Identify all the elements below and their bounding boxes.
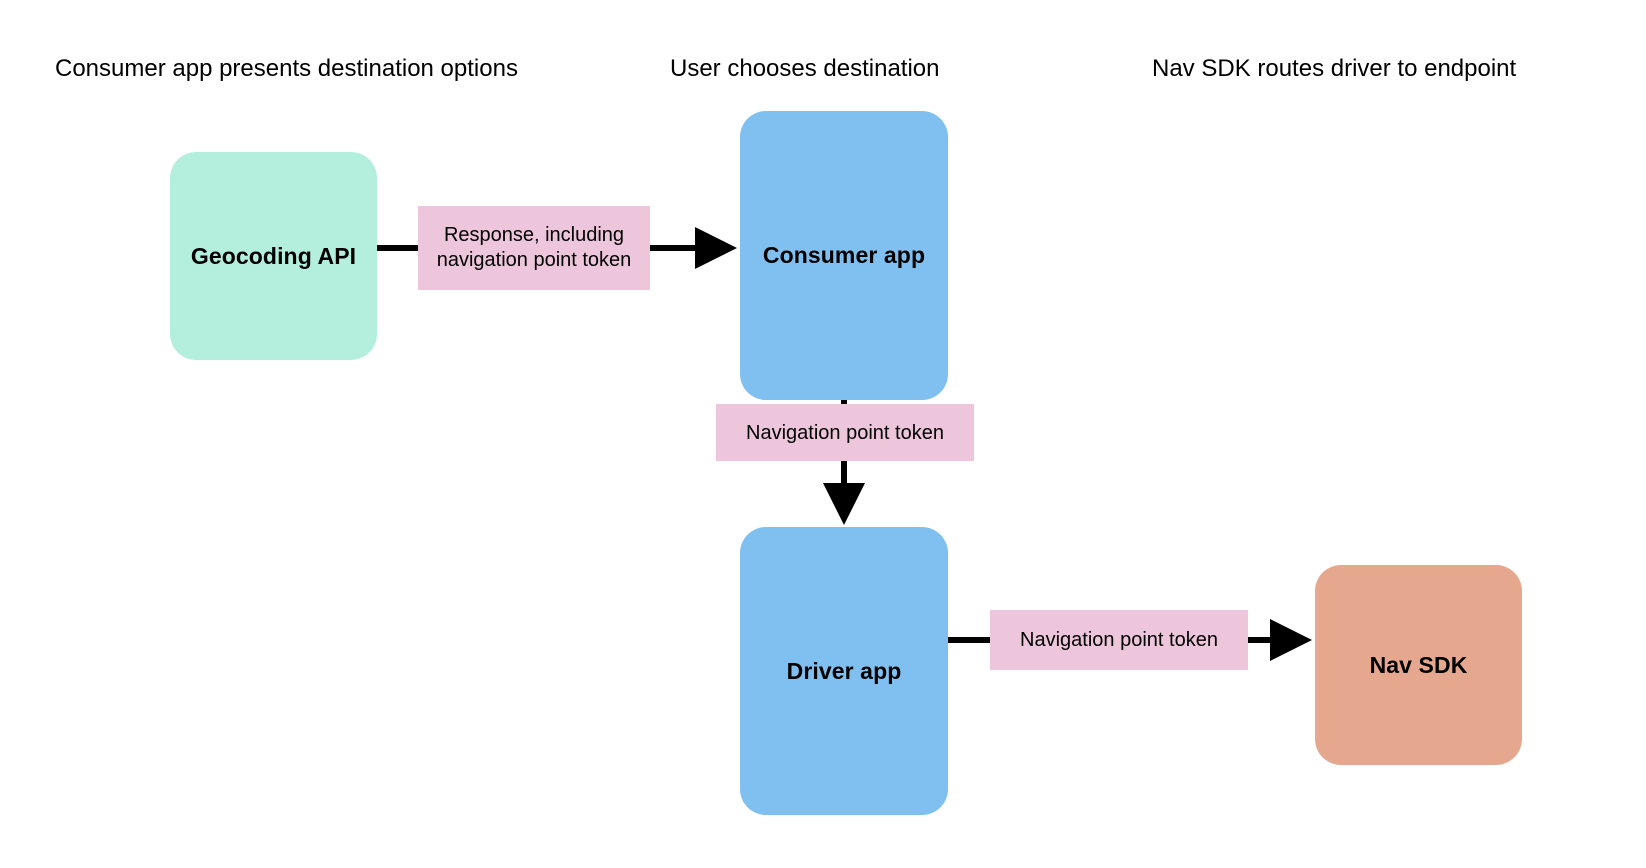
edge-label-driver-to-navsdk: Navigation point token (990, 610, 1248, 670)
node-label-geocoding-api: Geocoding API (190, 242, 357, 269)
column-header-consumer-options: Consumer app presents destination option… (55, 55, 518, 82)
edge-label-text-token-mid: Navigation point token (746, 421, 944, 444)
node-nav-sdk[interactable]: Nav SDK (1315, 565, 1522, 765)
column-header-nav-routes: Nav SDK routes driver to endpoint (1152, 55, 1517, 82)
edge-label-text-token-right: Navigation point token (1020, 629, 1218, 651)
column-header-user-chooses: User chooses destination (670, 55, 940, 82)
node-driver-app[interactable]: Driver app (740, 527, 948, 815)
edge-label-text-response: Response, including navigation point tok… (436, 224, 632, 271)
node-geocoding-api[interactable]: Geocoding API (170, 152, 377, 360)
node-label-nav-sdk: Nav SDK (1369, 651, 1468, 678)
node-consumer-app[interactable]: Consumer app (740, 111, 948, 400)
node-label-consumer-app: Consumer app (762, 242, 926, 268)
edge-label-consumer-to-driver: Navigation point token (716, 404, 974, 461)
edge-label-geocoding-to-consumer: Response, including navigation point tok… (418, 206, 650, 290)
node-label-driver-app: Driver app (786, 657, 902, 684)
